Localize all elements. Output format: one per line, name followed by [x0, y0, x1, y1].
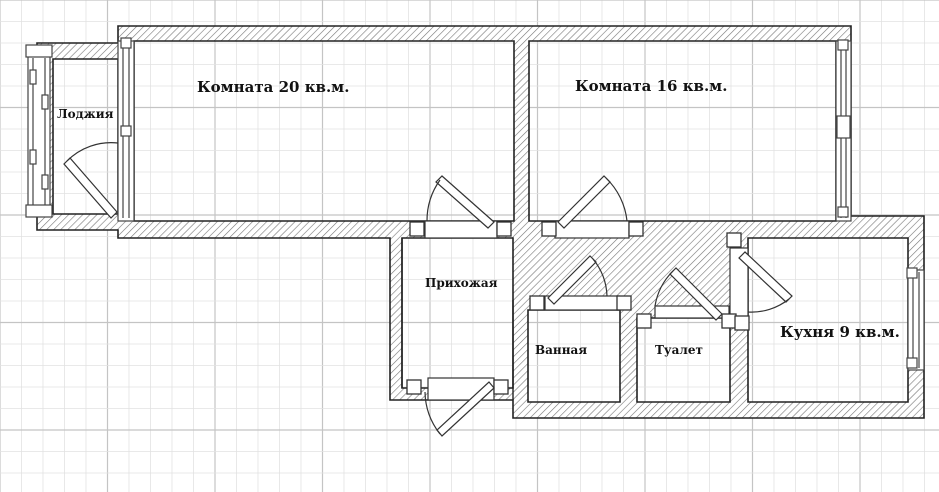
label-room-20: Комната 20 кв.м. — [197, 78, 349, 96]
label-room-16: Комната 16 кв.м. — [575, 77, 727, 95]
label-loggia: Лоджия — [57, 107, 114, 121]
doors — [63, 142, 793, 437]
window-kitchen-right — [907, 269, 925, 371]
label-kitchen: Кухня 9 кв.м. — [780, 323, 900, 341]
windows — [25, 37, 925, 371]
label-toilet: Туалет — [655, 343, 703, 357]
interior-wall-lines — [401, 238, 514, 400]
door-frames — [406, 221, 750, 395]
label-hallway: Прихожая — [425, 276, 498, 290]
label-bathroom: Ванная — [535, 343, 587, 357]
room-labels: Комната 20 кв.м. Комната 16 кв.м. Лоджия… — [57, 77, 900, 357]
